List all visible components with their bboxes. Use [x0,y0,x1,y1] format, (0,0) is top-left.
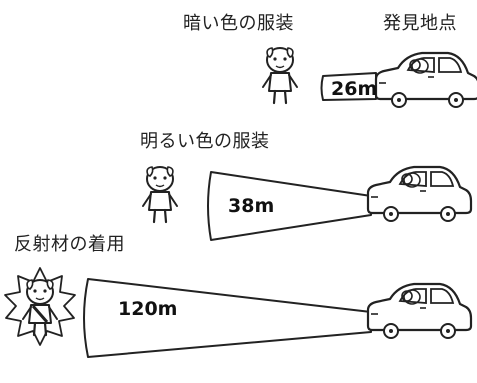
pedestrian-icon [141,165,179,224]
headlight-beam-icon [320,72,377,101]
label-detection-point: 発見地点 [383,13,457,34]
distance-dark: 26m [331,78,378,100]
reflective-sash [31,305,49,323]
headlight-beam-icon [207,171,372,241]
label-light-clothes: 明るい色の服装 [140,131,270,152]
distance-light: 38m [228,195,275,217]
pedestrian-icon [261,46,299,105]
car-icon [366,282,473,340]
car-icon [374,51,477,109]
headlight-beam-icon [83,278,372,358]
car-icon [366,165,473,223]
label-reflective: 反射材の着用 [14,234,125,255]
label-dark-clothes: 暗い色の服装 [183,13,294,34]
distance-reflective: 120m [118,298,178,320]
